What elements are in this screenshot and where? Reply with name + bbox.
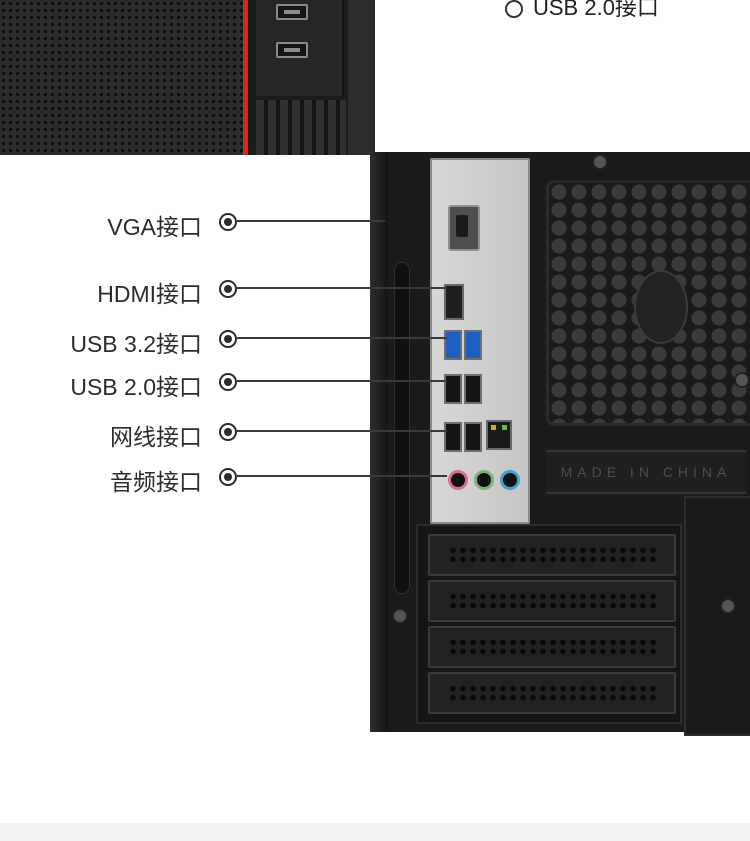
case-edge: [370, 152, 388, 732]
front-usb-port: [276, 42, 308, 58]
callout-bullet-icon: [219, 330, 237, 348]
footer-band: [0, 823, 750, 841]
leader-line-ethernet: [237, 430, 447, 432]
case-marking-text: MADE IN CHINA: [560, 464, 732, 480]
label-hdmi: HDMI接口: [97, 281, 202, 307]
case-marking: MADE IN CHINA: [546, 450, 746, 494]
callout-bullet-icon: [219, 373, 237, 391]
label-ethernet: 网线接口: [110, 424, 202, 450]
front-usb-port: [276, 4, 308, 20]
screw-icon: [734, 372, 750, 388]
expansion-slot-cover: [428, 534, 676, 576]
label-usb32: USB 3.2接口: [70, 331, 202, 357]
callout-bullet-icon: [219, 468, 237, 486]
leader-line-hdmi: [237, 287, 447, 289]
audio-green-jack: [474, 470, 494, 490]
vga-port: [448, 205, 480, 251]
front-mesh: [0, 0, 244, 155]
label-vga: VGA接口: [107, 214, 202, 240]
label-usb20: USB 2.0接口: [70, 374, 202, 400]
screw-icon: [592, 154, 608, 170]
audio-blue-jack: [500, 470, 520, 490]
label-audio: 音频接口: [110, 469, 202, 495]
case-rear: MADE IN CHINA: [370, 152, 750, 736]
psu-bay: [684, 496, 750, 736]
fan-hub: [634, 270, 688, 344]
top-callout: USB 2.0接口: [505, 0, 659, 22]
screw-icon: [720, 598, 736, 614]
leader-line-usb32: [237, 337, 447, 339]
usb3-port: [464, 330, 482, 360]
usb2-port: [444, 422, 462, 452]
callout-bullet-icon: [505, 0, 523, 19]
front-vent-fins: [256, 100, 346, 155]
leader-line-audio: [237, 475, 447, 477]
usb2-port: [444, 374, 462, 404]
case-side-slot: [394, 262, 410, 594]
io-shield: [430, 158, 530, 524]
usb3-port: [444, 330, 462, 360]
callout-bullet-icon: [219, 423, 237, 441]
expansion-slot-cover: [428, 580, 676, 622]
red-accent-stripe: [243, 0, 248, 155]
leader-line-vga: [237, 220, 385, 222]
usb2-port: [464, 422, 482, 452]
front-panel-crop: [0, 0, 375, 155]
screw-icon: [392, 608, 408, 624]
callout-bullet-icon: [219, 280, 237, 298]
expansion-slot-cover: [428, 626, 676, 668]
usb2-port: [464, 374, 482, 404]
ethernet-port: [486, 420, 512, 450]
callout-bullet-icon: [219, 213, 237, 231]
audio-pink-jack: [448, 470, 468, 490]
front-side-strip: [348, 0, 375, 155]
expansion-slots: [416, 524, 682, 724]
top-callout-label: USB 2.0接口: [533, 0, 659, 20]
leader-line-usb20: [237, 380, 447, 382]
hdmi-port: [444, 284, 464, 320]
expansion-slot-cover: [428, 672, 676, 714]
